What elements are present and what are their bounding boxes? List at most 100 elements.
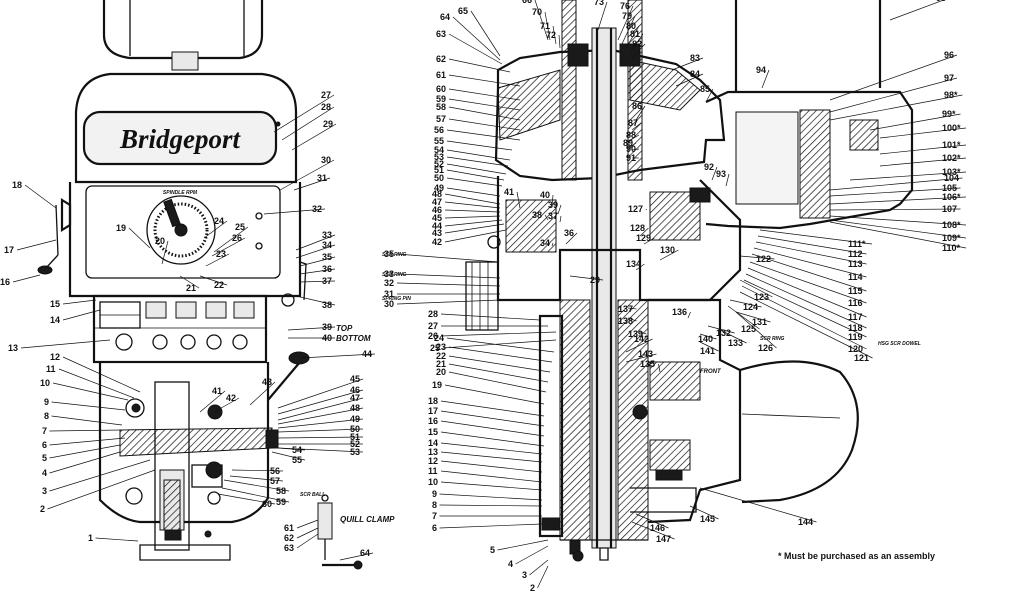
leader-line-left-43 [299, 353, 376, 359]
leader-line-right-0 [537, 565, 549, 589]
part-label-right-81: 90 [626, 144, 636, 154]
part-label-right-97: 106* [942, 192, 961, 202]
leader-line-right-88 [829, 77, 958, 113]
leader-line-right-122 [735, 311, 771, 323]
leader-line-right-84 [725, 173, 730, 187]
part-label-left-15: 16 [0, 277, 10, 287]
leader-line-left-12 [20, 339, 111, 349]
part-label-left-22: 23 [216, 249, 226, 259]
part-label-right-20: 22 [436, 351, 446, 361]
leader-line-left-46 [277, 397, 364, 421]
part-label-right-2: 4 [508, 559, 513, 569]
part-label-right-13: 15 [428, 427, 438, 437]
caption-scr-ring-1: SCR RING [382, 252, 407, 258]
leader-line-left-60 [296, 519, 319, 529]
part-label-left-28: 29 [323, 119, 333, 129]
part-label-left-21: 22 [214, 280, 224, 290]
part-label-right-90: 99* [942, 109, 956, 119]
part-label-right-76: 85 [700, 84, 710, 94]
part-label-right-37: 39 [548, 200, 558, 210]
part-label-left-61: 62 [284, 533, 294, 543]
leader-line-right-124 [719, 329, 747, 344]
part-label-right-54: 56 [434, 125, 444, 135]
part-label-left-54: 55 [292, 455, 302, 465]
leader-line-right-66 [552, 25, 557, 45]
part-label-right-74: 83 [690, 53, 700, 63]
leader-line-right-27 [569, 275, 604, 281]
leader-line-left-32 [295, 234, 336, 251]
leader-line-right-100 [829, 219, 967, 239]
leader-line-left-55 [231, 469, 284, 472]
part-label-right-21: 23 [436, 342, 446, 352]
leader-line-left-27 [281, 106, 335, 141]
part-label-right-5: 7 [432, 511, 437, 521]
leader-line-right-59 [448, 74, 521, 87]
part-label-right-124: 133 [728, 338, 743, 348]
part-label-right-15: 17 [428, 406, 438, 416]
part-label-right-34: 36 [564, 228, 574, 238]
leader-line-left-17 [24, 184, 57, 209]
part-label-right-125: 134 [626, 259, 641, 269]
leader-line-left-9 [52, 382, 129, 401]
leader-line-left-14 [62, 299, 97, 305]
part-label-right-107: 116 [848, 298, 863, 308]
leader-line-right-23 [442, 339, 557, 349]
part-label-right-43: 45 [432, 213, 442, 223]
part-label-left-32: 33 [322, 230, 332, 240]
part-label-left-0: 1 [88, 533, 93, 543]
part-label-right-110: 119 [848, 332, 863, 342]
part-label-left-60: 61 [284, 523, 294, 533]
leader-line-right-85 [761, 69, 770, 89]
part-label-right-96: 105 [942, 183, 957, 193]
leader-line-right-77 [635, 105, 646, 121]
part-label-right-65: 70 [532, 7, 542, 17]
leader-line-left-8 [51, 401, 126, 411]
leader-line-left-26 [273, 94, 335, 133]
leader-line-right-97 [829, 196, 967, 205]
part-label-right-71: 80 [626, 21, 636, 31]
part-label-left-5: 6 [42, 440, 47, 450]
part-label-left-48: 49 [350, 414, 360, 424]
part-label-right-27: 29 [590, 275, 600, 285]
leader-line-left-7 [51, 415, 123, 426]
leader-line-right-116 [727, 305, 760, 330]
leader-line-right-11 [440, 451, 543, 463]
leader-line-left-6 [49, 429, 123, 432]
leader-line-right-138 [631, 521, 675, 540]
leader-line-right-32 [551, 242, 554, 247]
part-label-right-92: 101* [942, 140, 961, 150]
leader-line-left-38 [287, 326, 336, 331]
leader-line-right-137 [635, 513, 669, 529]
leader-line-right-61 [448, 33, 503, 65]
caption-quill-clamp: QUILL CLAMP [340, 515, 395, 524]
leader-line-right-110 [743, 279, 867, 338]
leader-line-right-47 [446, 187, 501, 197]
part-label-right-40: 42 [432, 237, 442, 247]
part-label-left-18: 19 [116, 223, 126, 233]
leader-line-left-13 [62, 309, 101, 321]
part-label-right-89: 98* [944, 90, 958, 100]
part-label-left-47: 48 [350, 403, 360, 413]
leader-line-right-65 [544, 11, 551, 41]
part-label-right-122: 131 [752, 317, 767, 327]
leader-line-right-26 [440, 313, 541, 321]
part-label-right-99: 108* [942, 220, 961, 230]
part-label-right-1: 3 [522, 570, 527, 580]
caption-spring-pin: SPRING PIN [382, 296, 411, 302]
part-label-right-22: 24 [434, 333, 444, 343]
part-label-right-109: 118 [848, 323, 863, 333]
leader-line-right-63 [470, 10, 501, 57]
leader-line-right-119 [639, 227, 649, 237]
leader-line-right-93 [879, 157, 967, 167]
leader-line-right-37 [557, 204, 562, 215]
part-label-right-112: 121 [854, 353, 869, 363]
leader-line-left-40 [199, 390, 226, 413]
leader-line-right-57 [448, 98, 521, 111]
part-label-right-75: 84 [690, 69, 700, 79]
leader-line-right-41 [444, 223, 505, 234]
part-label-right-127: 136 [672, 307, 687, 317]
part-label-right-72: 81 [630, 29, 640, 39]
part-label-right-4: 6 [432, 523, 437, 533]
part-label-right-64: 66 [522, 0, 532, 5]
leader-line-right-107 [749, 261, 867, 304]
